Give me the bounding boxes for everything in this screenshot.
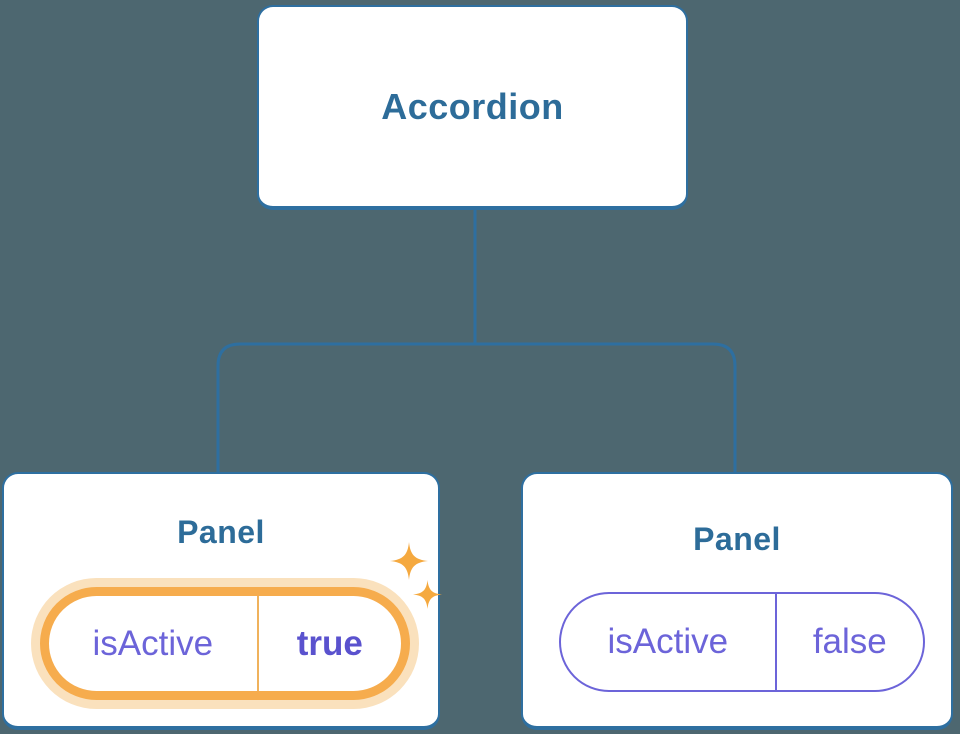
- panel-node-active: Panel isActive true: [2, 472, 442, 730]
- sparkle-icon-large: [390, 542, 428, 580]
- pill-divider: [774, 594, 777, 690]
- panel-title: Panel: [177, 514, 265, 550]
- state-key-label: isActive: [607, 622, 729, 661]
- connector-branch: [216, 342, 737, 472]
- state-key-label: isActive: [92, 623, 214, 663]
- pill-divider: [256, 596, 259, 691]
- state-value-label: false: [812, 622, 887, 661]
- sparkle-icon-small: [413, 580, 442, 609]
- panel-title: Panel: [693, 521, 781, 557]
- state-value-label: true: [296, 623, 363, 663]
- accordion-node: Accordion: [257, 5, 688, 210]
- panel-node-inactive: Panel isActive false: [521, 472, 953, 730]
- accordion-node-label: Accordion: [381, 85, 564, 127]
- state-pill-highlighted: isActive true: [40, 587, 410, 700]
- state-pill-plain: isActive false: [559, 592, 925, 692]
